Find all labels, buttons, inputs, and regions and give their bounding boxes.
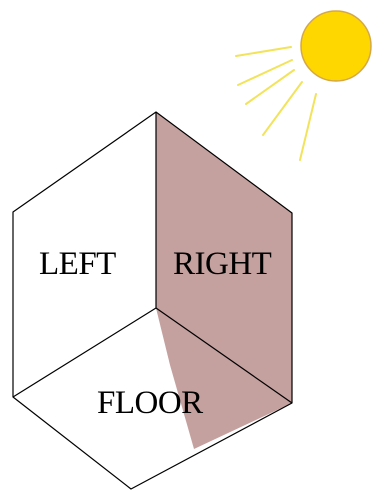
sun-icon <box>301 11 371 81</box>
sun-ray-5 <box>300 94 316 160</box>
sun-ray-4 <box>263 82 302 135</box>
floor-left-edge <box>13 308 156 397</box>
left-label: LEFT <box>39 246 116 282</box>
floor-label: FLOOR <box>97 385 203 421</box>
right-label: RIGHT <box>173 246 272 282</box>
sun-ray-3 <box>246 70 294 104</box>
sun-rays <box>236 47 316 160</box>
sun-ray-2 <box>238 60 292 85</box>
sun-ray-1 <box>236 47 291 56</box>
